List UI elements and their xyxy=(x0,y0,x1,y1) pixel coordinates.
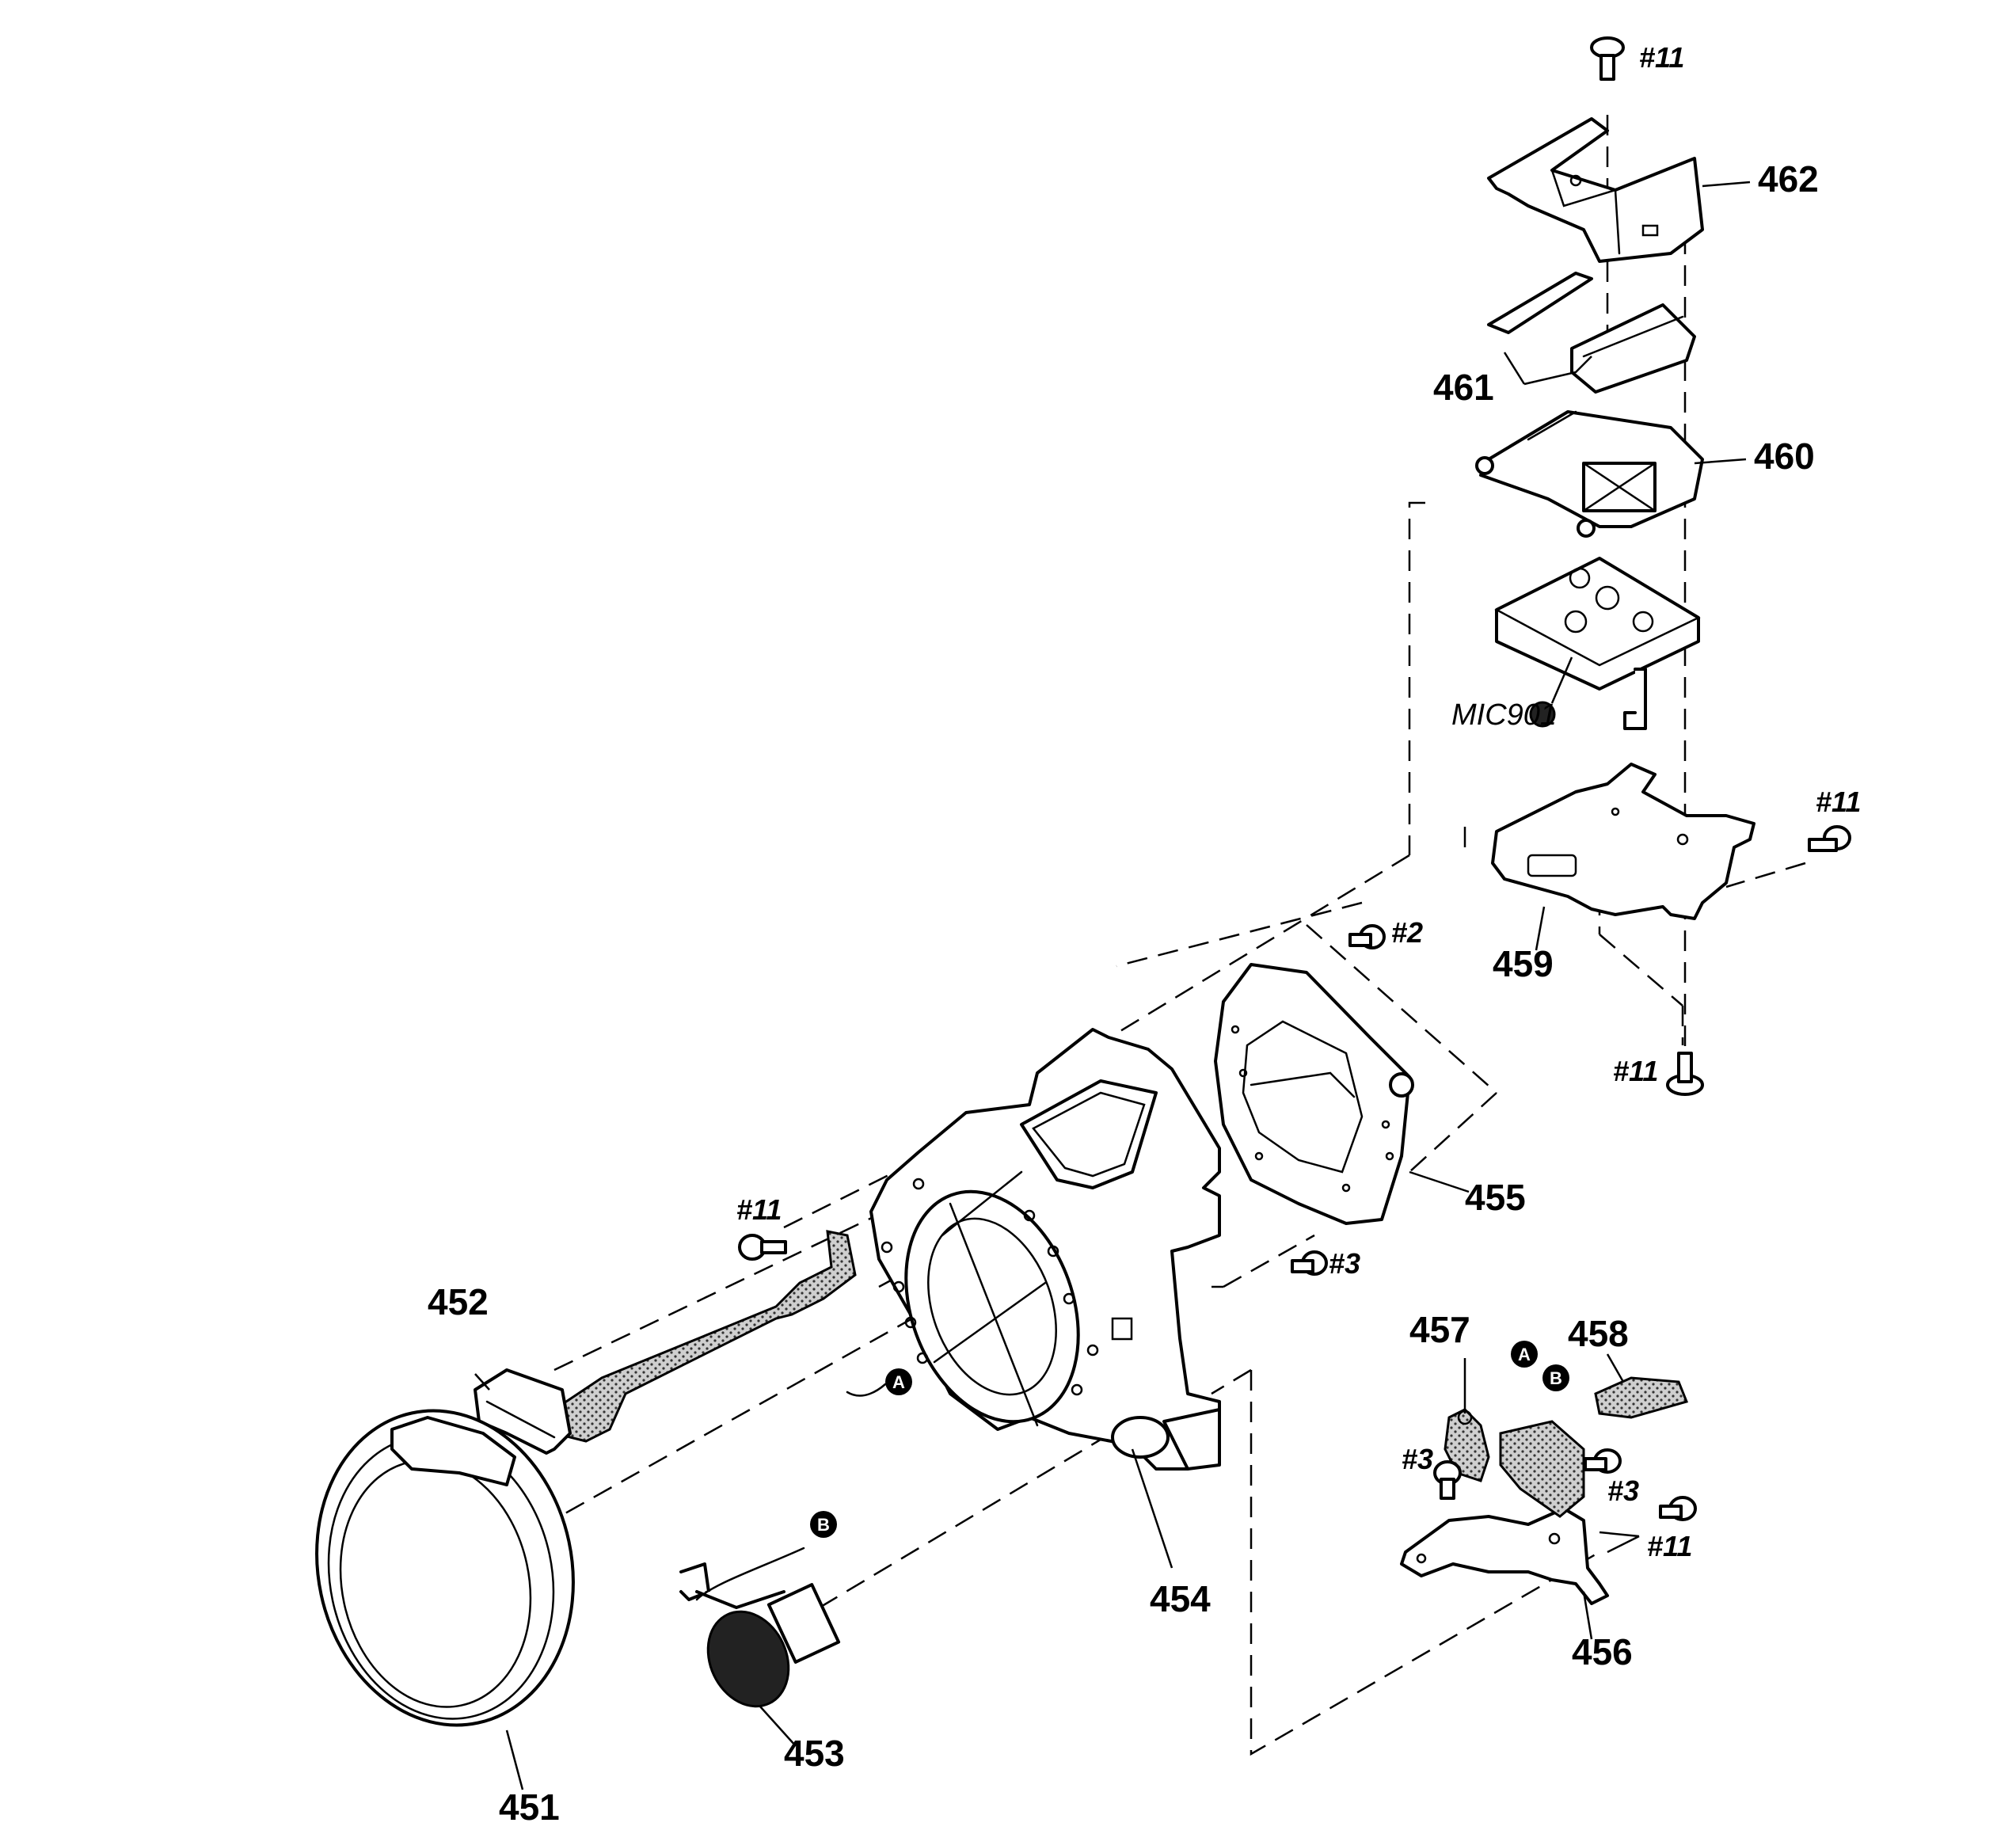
label-453: 453 xyxy=(784,1733,845,1774)
connector-a-label: A xyxy=(892,1372,905,1392)
part-454-housing xyxy=(869,1028,1221,1471)
label-454: 454 xyxy=(1150,1578,1211,1619)
part-461-cushions xyxy=(1487,272,1696,394)
screw-icon xyxy=(1590,36,1625,81)
part-451-front-ring xyxy=(315,1409,575,1727)
label-461: 461 xyxy=(1433,367,1494,408)
connector-b-label: B xyxy=(817,1515,830,1535)
part-number-labels: 462 461 460 MIC901 459 455 452 454 453 4… xyxy=(428,158,1819,1828)
connector-b-label: B xyxy=(1550,1368,1562,1388)
leader-lines xyxy=(474,181,1751,1790)
label-460: 460 xyxy=(1754,436,1815,477)
screw-label-11: #11 xyxy=(1639,41,1684,74)
screw-icon xyxy=(1433,1460,1462,1500)
label-458: 458 xyxy=(1568,1313,1629,1354)
screw-icon xyxy=(1348,924,1386,949)
part-457-switch xyxy=(1444,1408,1585,1518)
label-455: 455 xyxy=(1465,1177,1526,1218)
connector-a-label: A xyxy=(1518,1345,1531,1364)
part-459-plate xyxy=(1491,763,1755,920)
part-455-board xyxy=(1214,963,1414,1225)
label-452: 452 xyxy=(428,1281,489,1322)
connector-markers: A B A B xyxy=(810,1341,1569,1538)
screw-label-2: #2 xyxy=(1391,916,1423,949)
label-451: 451 xyxy=(499,1786,560,1828)
label-457: 457 xyxy=(1409,1309,1470,1350)
screw-label-11: #11 xyxy=(1816,786,1861,818)
screw-icon xyxy=(1291,1250,1328,1276)
screw-icon xyxy=(738,1234,787,1261)
screw-label-11: #11 xyxy=(736,1193,782,1226)
screw-label-3: #3 xyxy=(1329,1247,1360,1280)
screw-label-3: #3 xyxy=(1402,1443,1433,1475)
part-452-flex-cable xyxy=(474,1230,857,1455)
screw-label-3: #3 xyxy=(1607,1474,1639,1507)
part-458-small xyxy=(1594,1376,1689,1419)
part-460-bracket xyxy=(1475,410,1704,538)
part-462-cover xyxy=(1487,117,1704,263)
screw-label-11: #11 xyxy=(1613,1055,1658,1087)
part-456-bracket xyxy=(1400,1507,1609,1605)
screw-icon xyxy=(1584,1448,1622,1474)
part-453-motor xyxy=(679,1547,841,1708)
screw-icon xyxy=(1659,1496,1697,1521)
screw-icon xyxy=(1808,825,1851,852)
label-mic: MIC901 xyxy=(1451,698,1557,732)
label-462: 462 xyxy=(1758,158,1819,200)
screw-icon xyxy=(1666,1052,1704,1096)
screws xyxy=(738,36,1851,1521)
label-456: 456 xyxy=(1572,1631,1633,1672)
screw-labels: #11 #11 #11 #2 #11 #3 #3 #3 #11 xyxy=(736,41,1861,1562)
part-microphone-block xyxy=(1494,557,1701,730)
screw-label-11: #11 xyxy=(1647,1530,1692,1562)
label-459: 459 xyxy=(1493,943,1554,984)
